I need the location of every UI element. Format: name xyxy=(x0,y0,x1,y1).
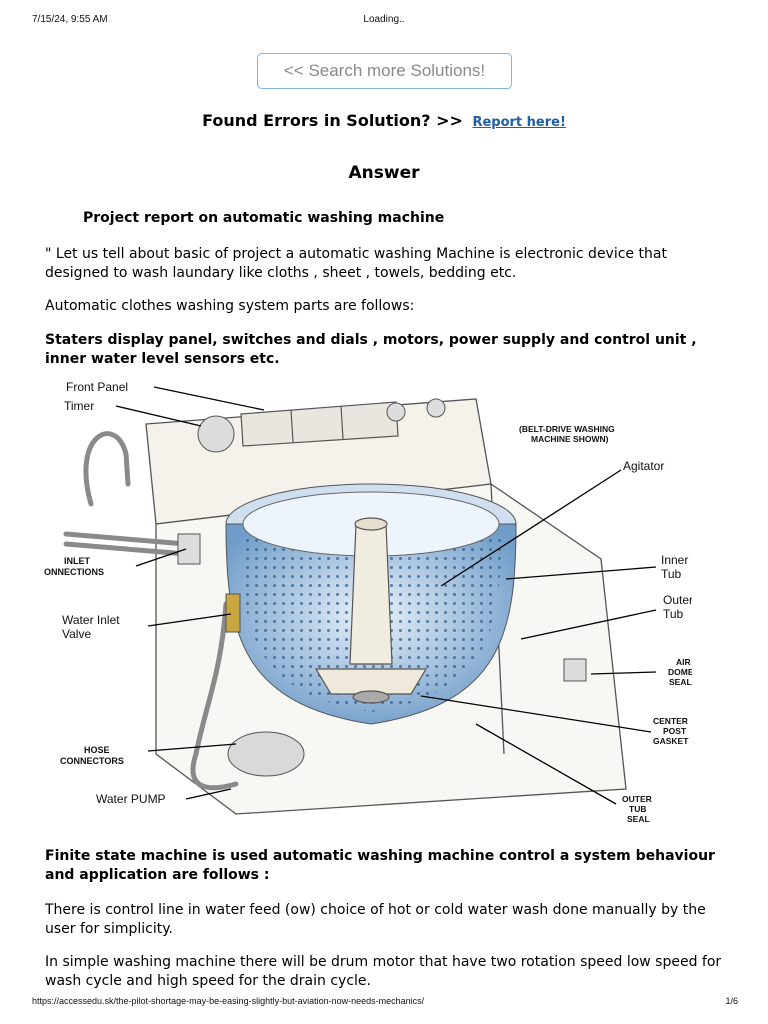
label-hose: CONNECTORS xyxy=(60,756,124,766)
panel-knob xyxy=(426,398,446,418)
print-datetime: 7/15/24, 9:55 AM xyxy=(32,14,108,25)
parts-intro-paragraph: Automatic clothes washing system parts a… xyxy=(45,298,415,314)
label-outer-seal: SEAL xyxy=(627,814,650,824)
panel-knob xyxy=(386,402,406,422)
found-errors-text: Found Errors in Solution? >> xyxy=(202,111,463,130)
label-inner-tub: Tub xyxy=(661,567,682,581)
water-inlet-valve xyxy=(225,593,241,633)
label-center-post: GASKET xyxy=(653,736,689,746)
label-inlet: INLET xyxy=(64,556,91,566)
timer-dial xyxy=(197,415,235,453)
label-belt-drive: (BELT-DRIVE WASHING xyxy=(519,424,615,434)
found-errors-line: Found Errors in Solution? >> Report here… xyxy=(0,111,768,130)
report-here-link[interactable]: Report here! xyxy=(472,115,566,130)
hoses xyxy=(63,431,239,791)
label-front-panel: Front Panel xyxy=(66,380,128,394)
label-timer: Timer xyxy=(64,399,94,413)
page-indicator: 1/6 xyxy=(725,996,738,1006)
search-more-solutions-button[interactable]: << Search more Solutions! xyxy=(257,53,512,89)
label-belt-drive: MACHINE SHOWN) xyxy=(531,434,609,444)
front-panel xyxy=(240,401,399,447)
label-water-inlet: Water Inlet xyxy=(62,613,120,627)
label-outer-seal: TUB xyxy=(629,804,646,814)
diagram-labels: Front Panel Timer (BELT-DRIVE WASHING MA… xyxy=(44,380,692,824)
answer-heading: Answer xyxy=(348,163,420,183)
label-outer-seal: OUTER xyxy=(622,794,652,804)
label-air-dome: DOME xyxy=(668,667,692,677)
label-center-post: POST xyxy=(663,726,687,736)
project-title: Project report on automatic washing mach… xyxy=(83,210,445,226)
label-outer-tub: Tub xyxy=(663,607,684,621)
label-water-inlet: Valve xyxy=(62,627,91,641)
label-inlet: ONNECTIONS xyxy=(44,567,104,577)
agitator xyxy=(314,517,428,704)
parts-list-paragraph: Staters display panel, switches and dial… xyxy=(45,332,697,367)
page-status: Loading.. xyxy=(363,14,405,25)
label-air-dome: AIR xyxy=(676,657,691,667)
intro-paragraph: " Let us tell about basic of project a a… xyxy=(45,246,667,281)
label-air-dome: SEAL xyxy=(669,677,692,687)
leader-lines xyxy=(115,386,657,805)
air-dome xyxy=(563,658,587,682)
label-inner-tub: Inner xyxy=(661,553,688,567)
water-pump xyxy=(227,731,305,777)
drum-motor-paragraph: In simple washing machine there will be … xyxy=(45,954,722,989)
inlet-valve-box xyxy=(177,533,201,565)
fsm-paragraph: Finite state machine is used automatic w… xyxy=(45,848,715,883)
label-center-post: CENTER xyxy=(653,716,688,726)
washing-machine-diagram: Front Panel Timer (BELT-DRIVE WASHING MA… xyxy=(44,380,692,824)
label-hose: HOSE xyxy=(84,745,110,755)
label-water-pump: Water PUMP xyxy=(96,792,166,806)
page-url: https://accessedu.sk/the-pilot-shortage-… xyxy=(32,996,425,1006)
label-outer-tub: Outer xyxy=(663,593,692,607)
control-line-paragraph: There is control line in water feed (ow)… xyxy=(45,902,706,937)
label-agitator: Agitator xyxy=(623,459,664,473)
